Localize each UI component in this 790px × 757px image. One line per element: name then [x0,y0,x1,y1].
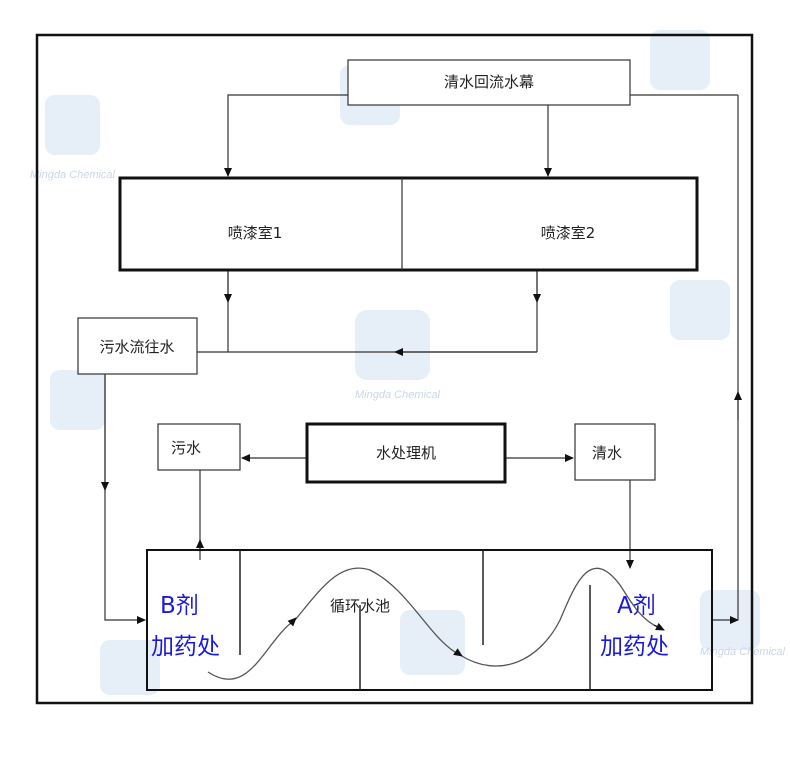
spray-booth-1-label: 喷漆室1 [228,224,283,242]
clean-water-box [574,423,656,481]
outer-frame [35,33,754,705]
clean-water-curtain-label: 清水回流水幕 [444,73,534,91]
dosing-a-line2: 加药处 [600,634,669,660]
dosing-b-line2: 加药处 [151,634,220,660]
watermark-text: Mingda Chemical [355,389,441,401]
spray-booth-block [118,176,699,272]
watermark-text: Mingda Chemical [700,646,786,658]
wastewater-label: 污水 [171,439,201,457]
dosing-b-line1: B剂 [160,593,199,619]
wastewater-flow-label: 污水流往水 [99,338,174,356]
water-treatment-machine-box [305,422,507,484]
wastewater-box [157,423,241,471]
pool-baffles [239,550,591,690]
spray-booth-2-label: 喷漆室2 [541,224,596,242]
dosing-a-line1: A剂 [617,593,656,619]
clean-water-curtain-box [347,59,631,106]
watermark-text: Mingda Chemical [30,169,116,181]
connector-lines [101,94,742,624]
circulation-pool-label: 循环水池 [330,597,390,615]
water-treatment-machine-label: 水处理机 [376,444,436,462]
clean-water-label: 清水 [592,444,622,462]
wastewater-flow-box [77,317,198,375]
circulation-pool [146,549,713,691]
